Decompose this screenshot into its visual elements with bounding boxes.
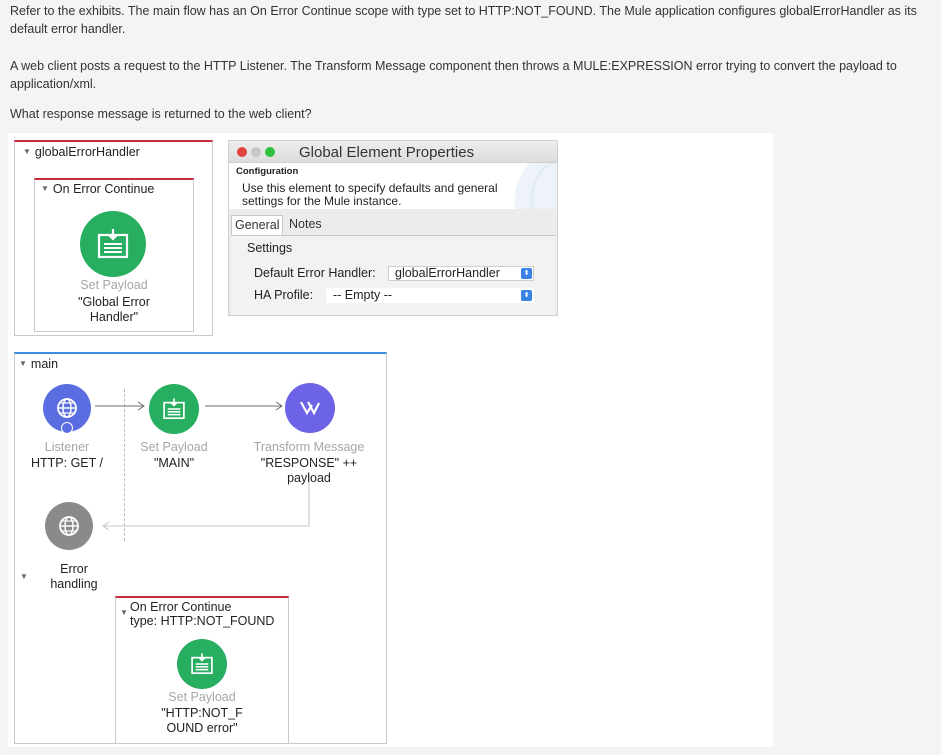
settings-heading: Settings — [247, 241, 293, 255]
set-payload-value: "MAIN" — [153, 456, 195, 470]
default-error-handler-label: Default Error Handler: — [254, 266, 376, 280]
on-error-continue-title[interactable]: ▼On Error Continue — [41, 182, 155, 196]
on-error-continue-scope[interactable]: ▼On Error Continue Set Payload "Global E… — [34, 178, 194, 332]
question-paragraph-3: What response message is returned to the… — [10, 107, 312, 121]
set-payload-icon[interactable] — [177, 639, 227, 689]
default-error-handler-select[interactable]: globalErrorHandler ⬍ — [388, 266, 534, 281]
question-paragraph-2: A web client posts a request to the HTTP… — [10, 59, 897, 91]
collapse-triangle-icon[interactable]: ▼ — [19, 359, 27, 368]
collapse-triangle-icon[interactable]: ▼ — [120, 608, 128, 617]
transform-message-value: "RESPONSE" ++ payload — [260, 456, 358, 485]
ha-profile-label: HA Profile: — [254, 288, 314, 302]
configuration-description: Use this element to specify defaults and… — [242, 181, 498, 208]
set-payload-icon[interactable] — [80, 211, 146, 277]
listener-value: HTTP: GET / — [31, 456, 103, 470]
collapse-triangle-icon[interactable]: ▼ — [41, 184, 49, 193]
set-payload-icon[interactable] — [149, 384, 199, 434]
tab-general[interactable]: General — [231, 215, 283, 235]
minimize-window-icon[interactable] — [251, 147, 261, 157]
window-titlebar[interactable]: Global Element Properties — [229, 141, 557, 163]
general-settings-panel: Settings Default Error Handler: globalEr… — [231, 235, 555, 315]
source-divider — [124, 389, 125, 541]
properties-header: Global Element Properties Configuration … — [229, 141, 557, 209]
question-paragraph-1: Refer to the exhibits. The main flow has… — [10, 4, 917, 36]
set-payload-label: Set Payload — [168, 690, 236, 704]
main-flow-title[interactable]: ▼main — [19, 357, 59, 371]
global-error-handler-title[interactable]: ▼globalErrorHandler — [23, 145, 140, 159]
set-payload-label: Set Payload — [80, 278, 148, 292]
flow-connectors — [95, 401, 310, 531]
global-error-handler-box[interactable]: ▼globalErrorHandler ▼On Error Continue S… — [14, 140, 213, 336]
tab-notes[interactable]: Notes — [289, 217, 322, 231]
collapse-triangle-icon[interactable]: ▼ — [23, 147, 31, 156]
listener-label: Listener — [44, 440, 90, 454]
configuration-heading: Configuration — [236, 166, 299, 177]
maximize-window-icon[interactable] — [265, 147, 275, 157]
set-payload-value: "HTTP:NOT_F OUND error" — [161, 706, 243, 735]
dropdown-arrows-icon[interactable]: ⬍ — [521, 290, 532, 301]
http-response-icon[interactable] — [45, 502, 93, 550]
close-window-icon[interactable] — [237, 147, 247, 157]
error-handling-collapse-icon[interactable]: ▼ — [20, 572, 28, 581]
dropdown-arrows-icon[interactable]: ⬍ — [521, 268, 532, 279]
error-handling-label: Error handling — [50, 562, 98, 591]
ha-profile-select[interactable]: -- Empty -- ⬍ — [326, 288, 534, 303]
set-payload-value: "Global Error Handler" — [78, 295, 150, 324]
transform-message-label: Transform Message — [253, 440, 365, 454]
set-payload-label: Set Payload — [140, 440, 208, 454]
main-flow[interactable]: ▼main Listener HTTP: GET / Set Payload "… — [14, 352, 387, 744]
transform-message-icon[interactable] — [285, 383, 335, 433]
listener-source-badge-icon — [61, 422, 73, 434]
global-element-properties-window: Global Element Properties Configuration … — [228, 140, 558, 316]
window-title: Global Element Properties — [299, 144, 475, 161]
